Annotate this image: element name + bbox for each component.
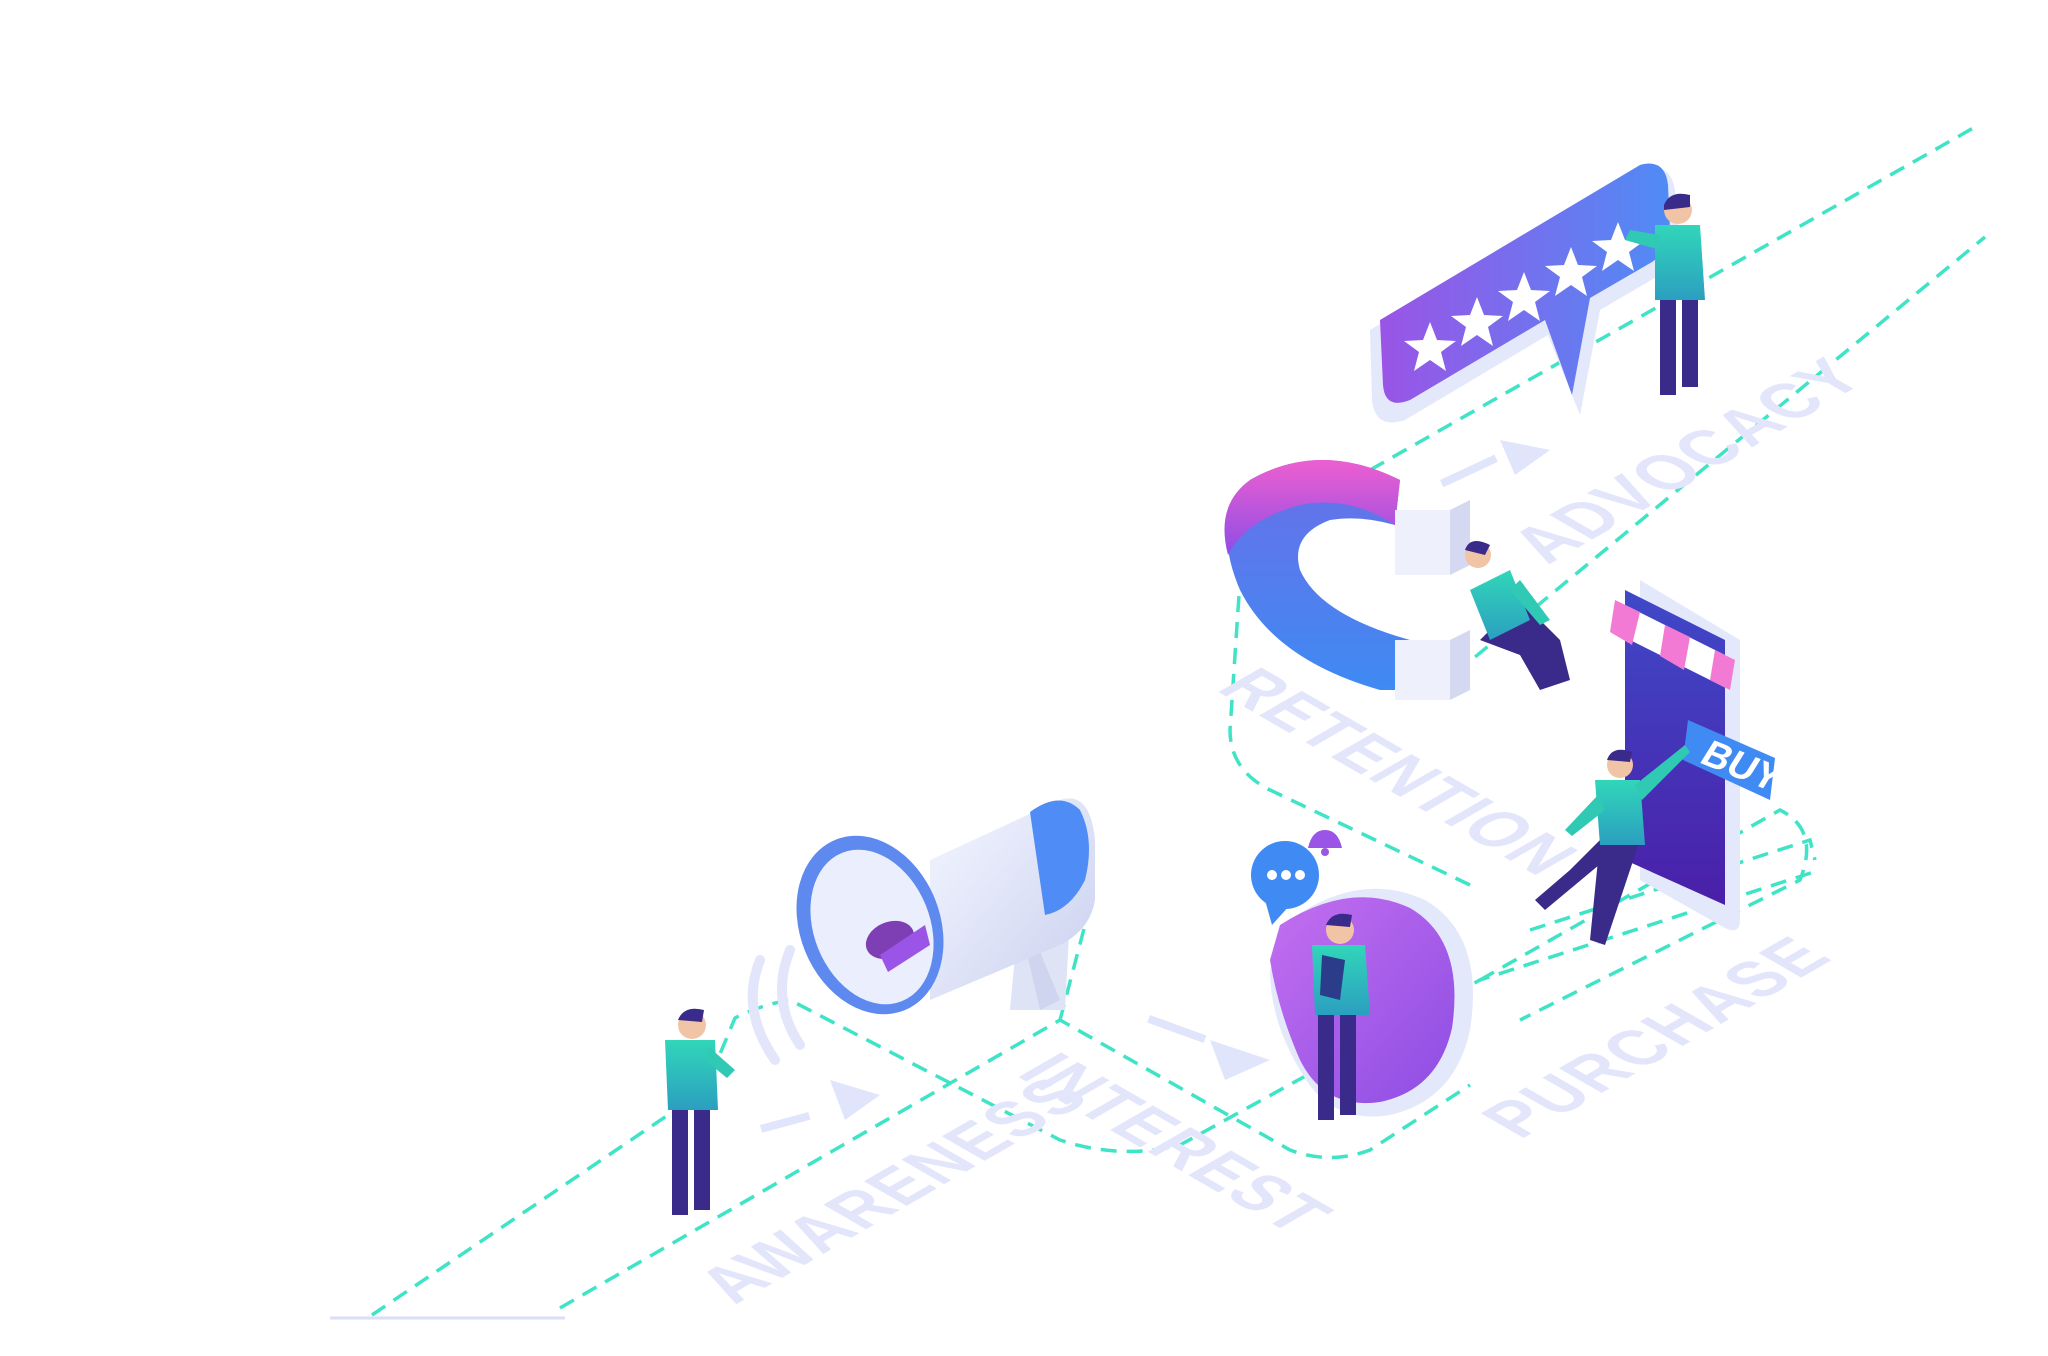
journey-path-megaphone (1058, 924, 1087, 1021)
star-icon (1404, 322, 1456, 371)
journey-path-outer (371, 868, 1821, 1317)
arrow-advocacy-icon (1440, 440, 1550, 488)
chat-bubble (1251, 841, 1319, 925)
megaphone-icon (796, 798, 1095, 1015)
star-icon (1498, 272, 1550, 321)
arrow-awareness-icon (760, 1080, 880, 1133)
journey-path-retention (1228, 579, 1471, 887)
journey-path-purchase-loop (1479, 808, 1809, 1022)
rating-bubble (1370, 163, 1680, 423)
interest-blob (1270, 888, 1473, 1117)
journey-path-upper-outer (1529, 837, 1817, 932)
bell-icon (1308, 830, 1342, 856)
direction-arrows (760, 440, 1550, 1133)
shop-awning (1610, 600, 1735, 690)
stage-label-interest: INTEREST (1001, 1043, 1350, 1244)
journey-path-inner (559, 1017, 1471, 1310)
person-phone (1312, 913, 1370, 1120)
person-buying (1535, 745, 1690, 945)
star-icon (1545, 247, 1597, 296)
magnet (1224, 460, 1470, 700)
person-rating (1625, 193, 1705, 395)
sound-waves (747, 945, 805, 1065)
rating-stars (1404, 222, 1644, 371)
person-flying-magnet (1465, 541, 1570, 690)
person-shouting (665, 1008, 735, 1215)
star-icon (1451, 297, 1503, 346)
stage-label-purchase: PURCHASE (1464, 926, 1849, 1148)
star-icon (1592, 222, 1644, 271)
arrow-interest-icon (1147, 1015, 1270, 1080)
shop-phone: BUY (1610, 580, 1791, 931)
